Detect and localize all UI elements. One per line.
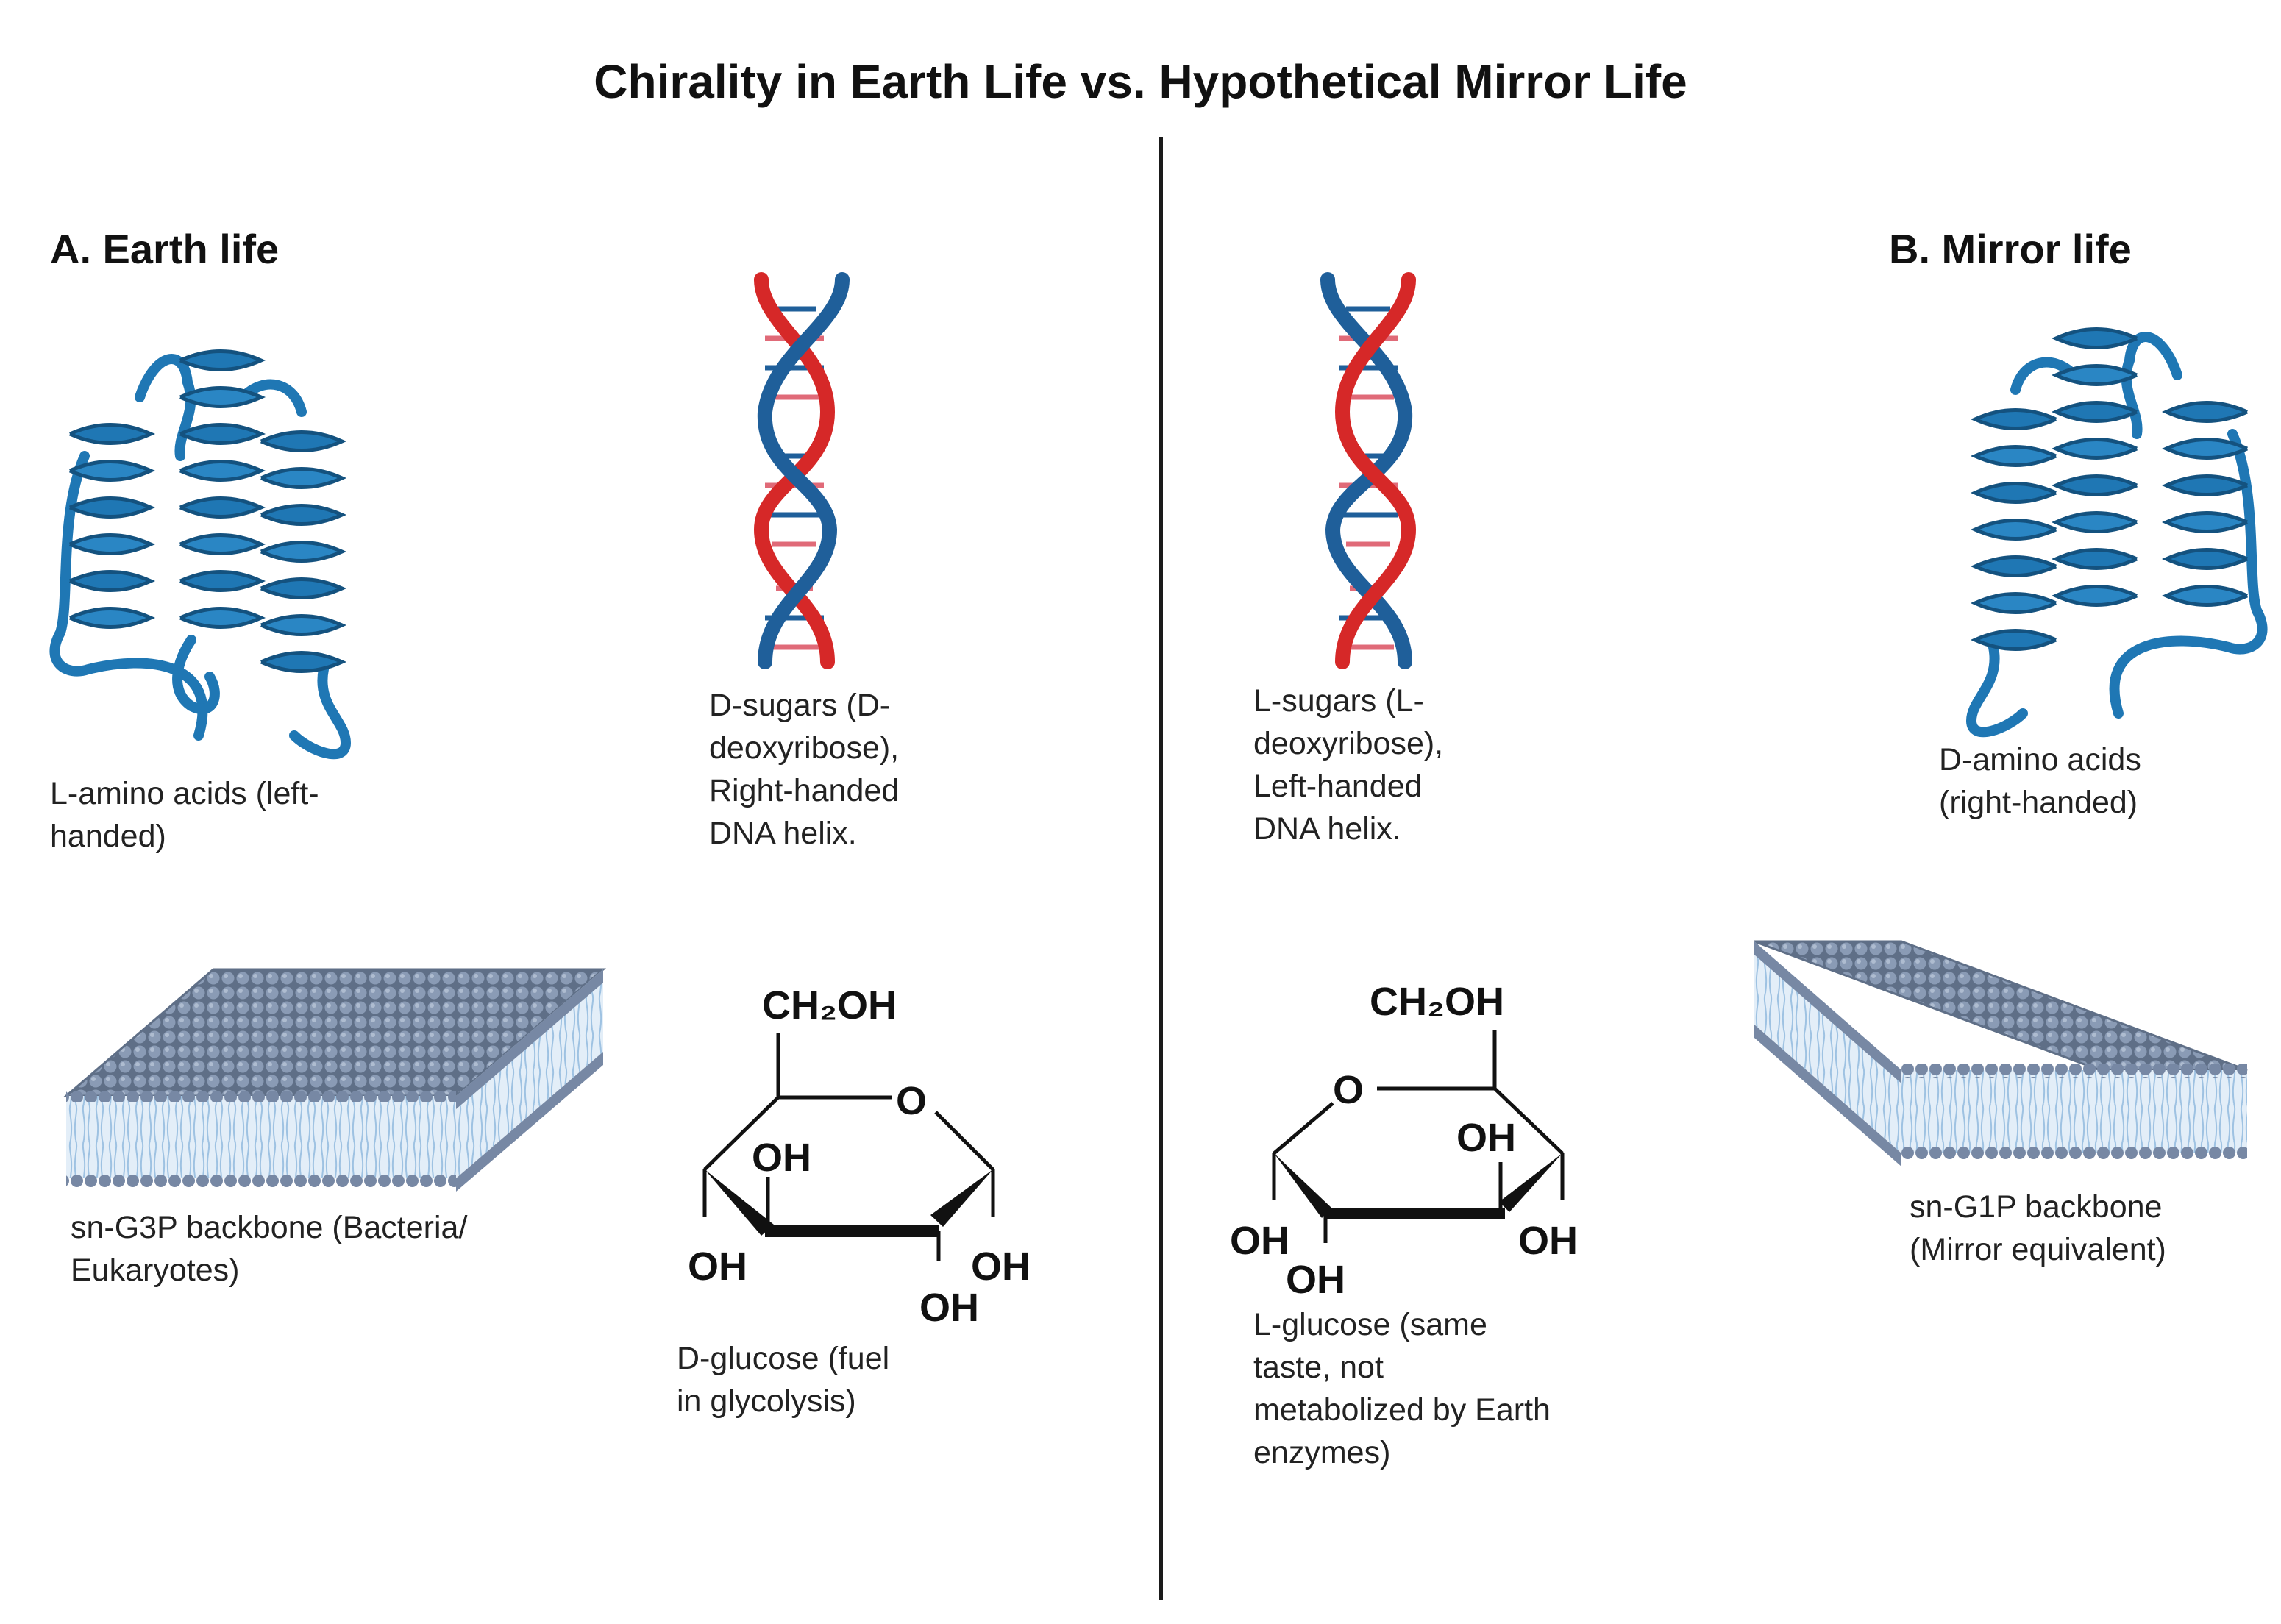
caption-line: Left-handed xyxy=(1253,769,1423,804)
earth-oh-bottom-label: OH xyxy=(919,1286,979,1330)
caption-line: taste, not xyxy=(1253,1350,1384,1385)
caption-line: D-glucose (fuel xyxy=(677,1341,890,1376)
caption-line: sn-G3P backbone (Bacteria/ xyxy=(71,1210,468,1245)
earth-glucose-caption: D-glucose (fuel in glycolysis) xyxy=(677,1337,889,1422)
caption-line: enzymes) xyxy=(1253,1435,1391,1470)
caption-line: handed) xyxy=(50,819,166,854)
caption-line: D-amino acids xyxy=(1939,742,2141,777)
caption-line: L-sugars (L- xyxy=(1253,683,1424,719)
mirror-oh-bottom-label: OH xyxy=(1286,1258,1345,1302)
figure-title: Chirality in Earth Life vs. Hypothetical… xyxy=(594,55,1687,108)
caption-line: deoxyribose), xyxy=(709,730,900,766)
mirror-membrane-caption: sn-G1P backbone (Mirror equivalent) xyxy=(1910,1186,2166,1271)
mirror-ring-oxygen-label: O xyxy=(1333,1068,1364,1112)
earth-lipid-bilayer-icon xyxy=(63,968,607,1192)
earth-glucose-ring-icon: CH₂OH O OH OH OH OH xyxy=(688,983,1031,1330)
earth-protein-helix-icon xyxy=(49,349,352,760)
caption-line: DNA helix. xyxy=(709,816,857,851)
mirror-protein-caption: D-amino acids (right-handed) xyxy=(1939,738,2141,824)
caption-line: DNA helix. xyxy=(1253,811,1401,847)
earth-oh-ring-label: OH xyxy=(752,1136,811,1180)
mirror-oh-ring-label: OH xyxy=(1456,1116,1516,1160)
mirror-oh-left-label: OH xyxy=(1230,1219,1289,1263)
caption-line: D-sugars (D- xyxy=(709,688,891,723)
mirror-ch2oh-label: CH₂OH xyxy=(1370,980,1504,1024)
center-divider xyxy=(1159,137,1163,1600)
earth-membrane-caption: sn-G3P backbone (Bacteria/ Eukaryotes) xyxy=(71,1206,467,1292)
mirror-dna-double-helix-icon xyxy=(1320,272,1417,669)
earth-dna-double-helix-icon xyxy=(753,272,850,669)
caption-line: (right-handed) xyxy=(1939,785,2138,820)
caption-line: sn-G1P backbone xyxy=(1910,1189,2163,1225)
caption-line: deoxyribose), xyxy=(1253,726,1444,761)
caption-line: (Mirror equivalent) xyxy=(1910,1232,2166,1267)
mirror-lipid-bilayer-icon xyxy=(1754,940,2248,1167)
earth-oh-right-label: OH xyxy=(971,1244,1031,1289)
earth-ch2oh-label: CH₂OH xyxy=(762,983,897,1028)
earth-protein-caption: L-amino acids (left- handed) xyxy=(50,772,319,858)
caption-line: L-glucose (same xyxy=(1253,1307,1487,1342)
earth-dna-caption: D-sugars (D- deoxyribose), Right-handed … xyxy=(709,684,899,855)
mirror-life-heading: B. Mirror life xyxy=(1889,226,2132,272)
caption-line: metabolized by Earth xyxy=(1253,1392,1551,1428)
caption-line: Right-handed xyxy=(709,773,900,808)
caption-line: in glycolysis) xyxy=(677,1383,856,1419)
caption-line: Eukaryotes) xyxy=(71,1253,240,1288)
caption-line: L-amino acids (left- xyxy=(50,776,319,811)
mirror-protein-helix-icon xyxy=(1965,327,2268,738)
earth-ring-oxygen-label: O xyxy=(896,1079,927,1123)
earth-oh-left-label: OH xyxy=(688,1244,747,1289)
earth-life-heading: A. Earth life xyxy=(50,226,280,272)
mirror-oh-right-label: OH xyxy=(1518,1219,1578,1263)
mirror-dna-caption: L-sugars (L- deoxyribose), Left-handed D… xyxy=(1253,680,1443,850)
mirror-glucose-caption: L-glucose (same taste, not metabolized b… xyxy=(1253,1303,1551,1474)
mirror-glucose-ring-icon: CH₂OH O OH OH OH OH xyxy=(1230,980,1578,1302)
